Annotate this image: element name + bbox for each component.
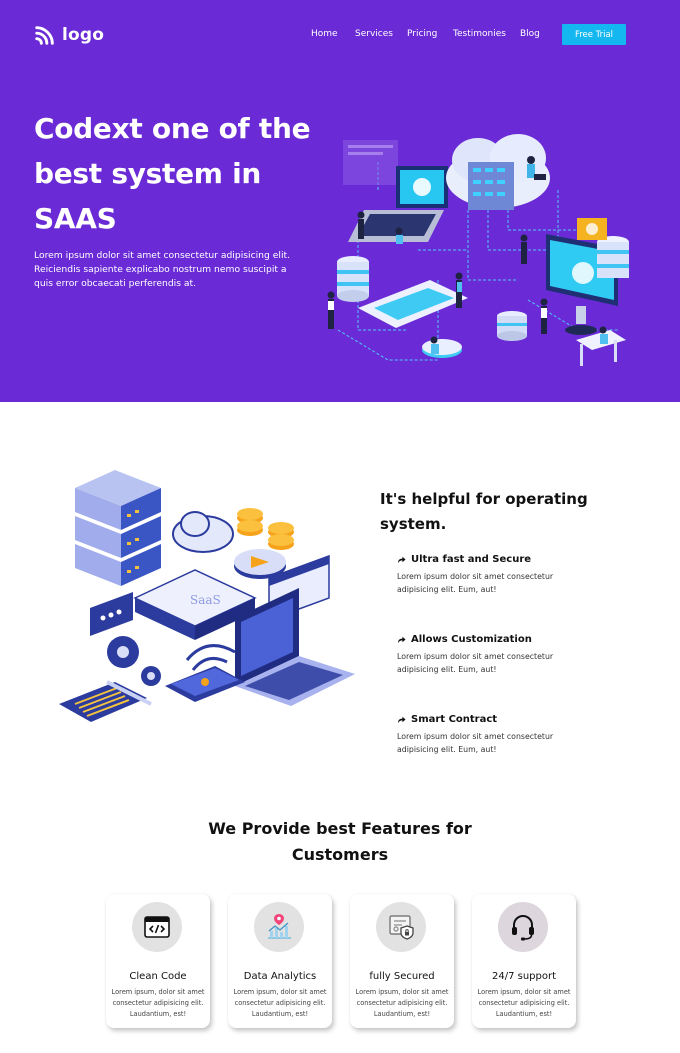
card-text: Lorem ipsum, dolor sit amet consectetur … bbox=[233, 988, 327, 1018]
features-title: We Provide best Features for Customers bbox=[208, 819, 472, 864]
feature-item-smart-contract: Smart Contract Lorem ipsum dolor sit ame… bbox=[397, 714, 597, 756]
feature-item-title: Smart Contract bbox=[411, 714, 498, 725]
security-icon bbox=[389, 915, 414, 940]
feature-card-clean-code[interactable]: Clean Code Lorem ipsum, dolor sit amet c… bbox=[106, 894, 210, 1028]
card-title: Data Analytics bbox=[243, 971, 317, 982]
code-icon bbox=[144, 916, 170, 938]
share-arrow-icon bbox=[397, 556, 406, 564]
hero-illustration bbox=[327, 134, 629, 366]
saas-illustration: SaaS bbox=[59, 470, 355, 722]
card-text: Lorem ipsum, dolor sit amet consectetur … bbox=[111, 988, 205, 1018]
logo-icon bbox=[35, 26, 54, 45]
feature-item-text: Lorem ipsum dolor sit amet consectetur a… bbox=[397, 732, 554, 754]
share-arrow-icon bbox=[397, 636, 406, 644]
card-title: Clean Code bbox=[129, 971, 187, 982]
hero-section: logo Home Services Pricing Testimonies B… bbox=[0, 0, 680, 402]
card-text: Lorem ipsum, dolor sit amet consectetur … bbox=[355, 988, 449, 1018]
card-title: fully Secured bbox=[369, 971, 435, 982]
feature-card-data-analytics[interactable]: Data Analytics Lorem ipsum, dolor sit am… bbox=[228, 894, 332, 1028]
nav-link-testimonies[interactable]: Testimonies bbox=[453, 29, 506, 39]
feature-item-text: Lorem ipsum dolor sit amet consectetur a… bbox=[397, 652, 554, 674]
nav-link-pricing[interactable]: Pricing bbox=[407, 29, 438, 39]
feature-item-text: Lorem ipsum dolor sit amet consectetur a… bbox=[397, 572, 554, 594]
hero-description: Lorem ipsum dolor sit amet consectetur a… bbox=[34, 250, 291, 289]
free-trial-button[interactable]: Free Trial bbox=[562, 24, 626, 45]
analytics-icon bbox=[268, 914, 291, 939]
headset-icon bbox=[512, 915, 534, 941]
feature-item-title: Allows Customization bbox=[411, 634, 532, 645]
helpful-title: It's helpful for operating system. bbox=[380, 490, 588, 533]
feature-card-support[interactable]: 24/7 support Lorem ipsum, dolor sit amet… bbox=[472, 894, 576, 1028]
saas-label: SaaS bbox=[190, 593, 221, 607]
nav-link-blog[interactable]: Blog bbox=[520, 29, 540, 39]
feature-item-ultra-fast: Ultra fast and Secure Lorem ipsum dolor … bbox=[397, 554, 597, 596]
nav-link-home[interactable]: Home bbox=[311, 29, 338, 39]
logo-text: logo bbox=[62, 25, 105, 45]
feature-item-customization: Allows Customization Lorem ipsum dolor s… bbox=[397, 634, 597, 676]
logo[interactable]: logo bbox=[34, 24, 104, 46]
hero-title: Codext one of the best system in SAAS bbox=[34, 112, 311, 235]
nav-link-services[interactable]: Services bbox=[355, 29, 393, 39]
feature-card-fully-secured[interactable]: fully Secured Lorem ipsum, dolor sit ame… bbox=[350, 894, 454, 1028]
card-text: Lorem ipsum, dolor sit amet consectetur … bbox=[477, 988, 571, 1018]
feature-item-title: Ultra fast and Secure bbox=[411, 554, 532, 565]
card-title: 24/7 support bbox=[491, 971, 557, 982]
share-arrow-icon bbox=[397, 716, 406, 724]
